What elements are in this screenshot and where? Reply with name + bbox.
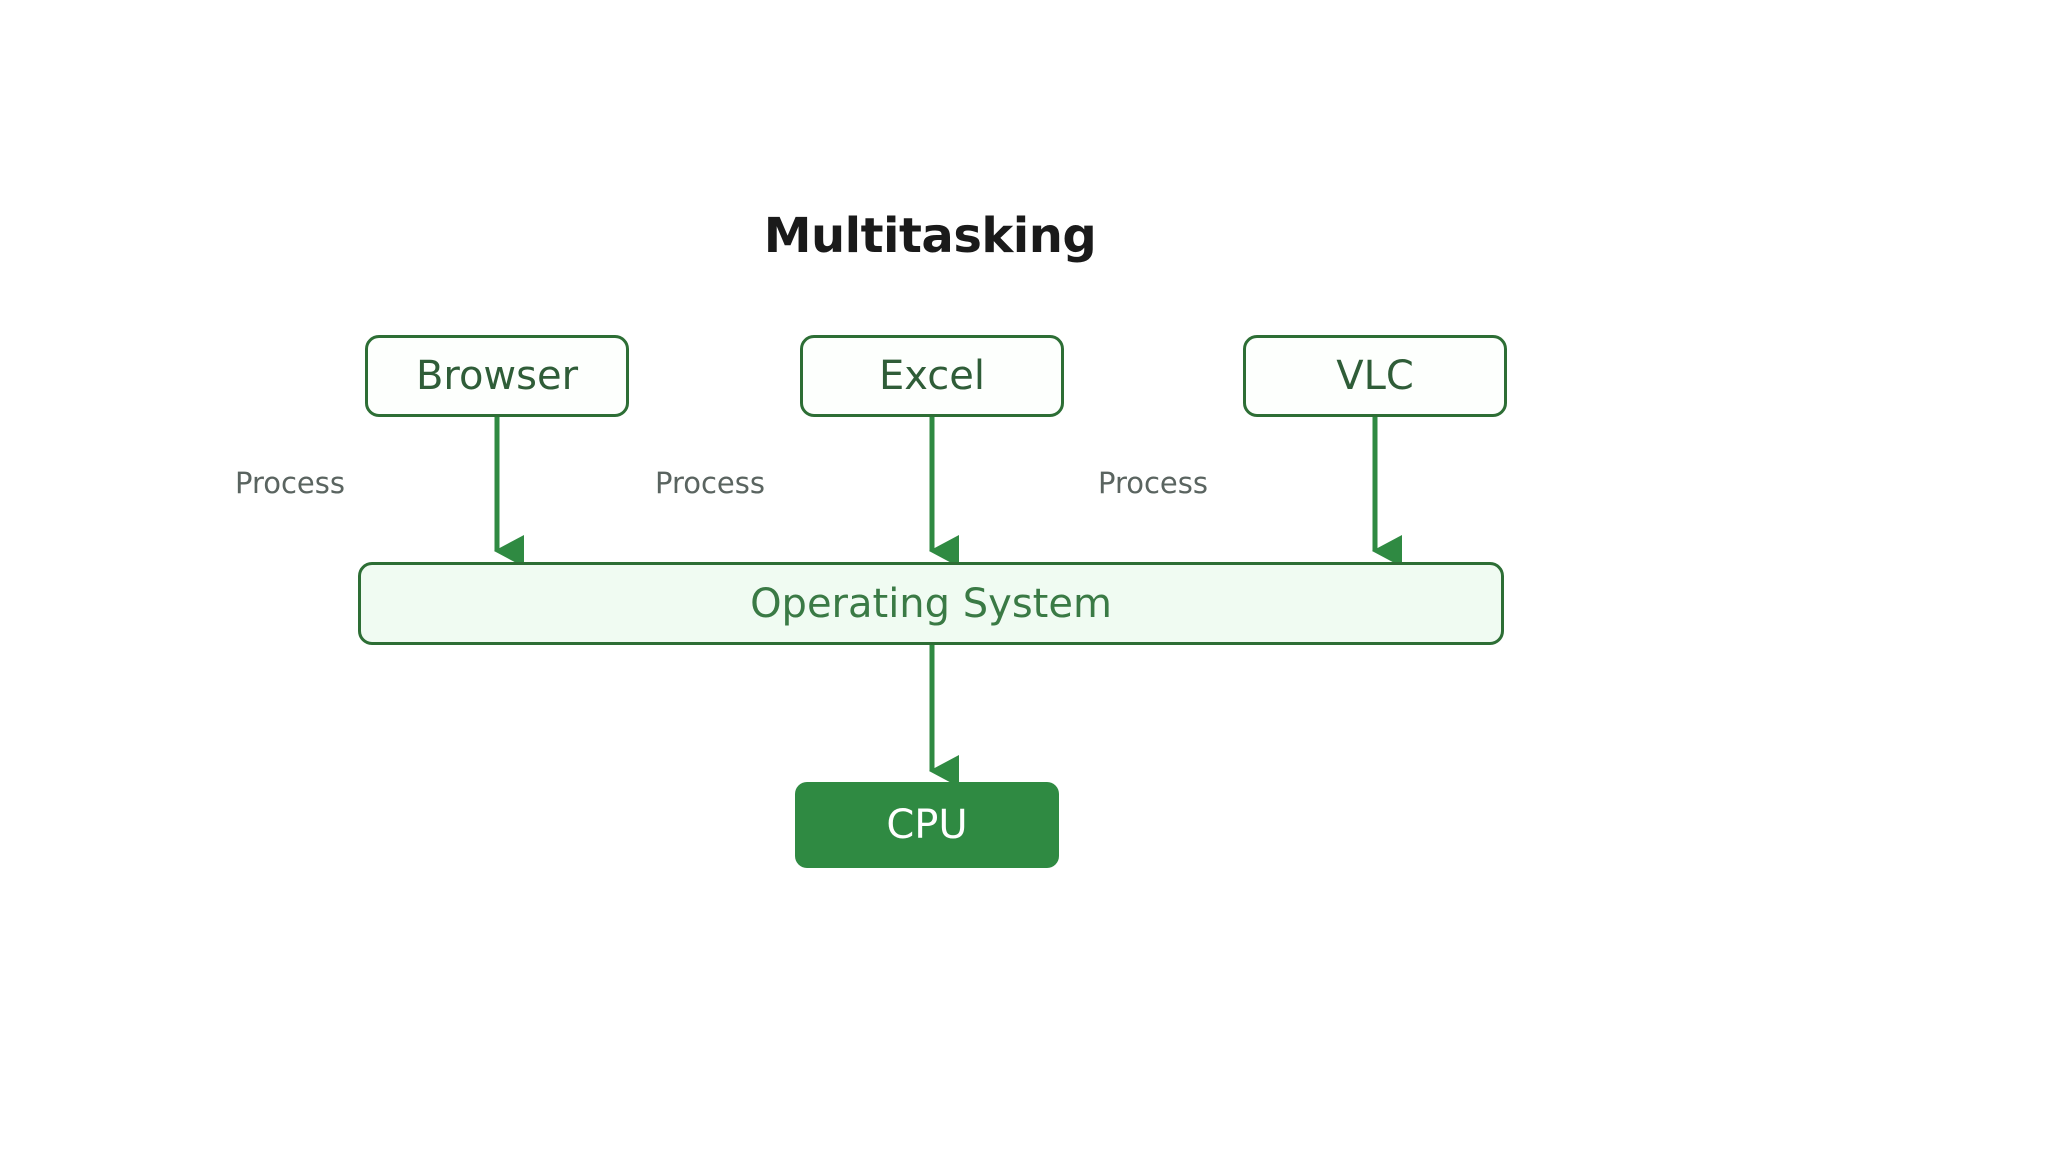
edge-label-browser-process: Process bbox=[234, 466, 345, 500]
node-vlc-label: VLC bbox=[1336, 353, 1414, 399]
node-excel-label: Excel bbox=[879, 353, 985, 399]
edge-label-vlc-process: Process bbox=[1097, 466, 1208, 500]
node-vlc[interactable]: VLC bbox=[1243, 335, 1507, 417]
edge-label-excel-process: Process bbox=[654, 466, 765, 500]
node-cpu[interactable]: CPU bbox=[795, 782, 1059, 868]
node-operating-system-label: Operating System bbox=[750, 580, 1112, 627]
node-excel[interactable]: Excel bbox=[800, 335, 1064, 417]
node-operating-system[interactable]: Operating System bbox=[358, 562, 1504, 645]
node-cpu-label: CPU bbox=[886, 802, 968, 848]
node-browser[interactable]: Browser bbox=[365, 335, 629, 417]
diagram-title: Multitasking bbox=[763, 208, 1097, 264]
node-browser-label: Browser bbox=[415, 353, 579, 399]
